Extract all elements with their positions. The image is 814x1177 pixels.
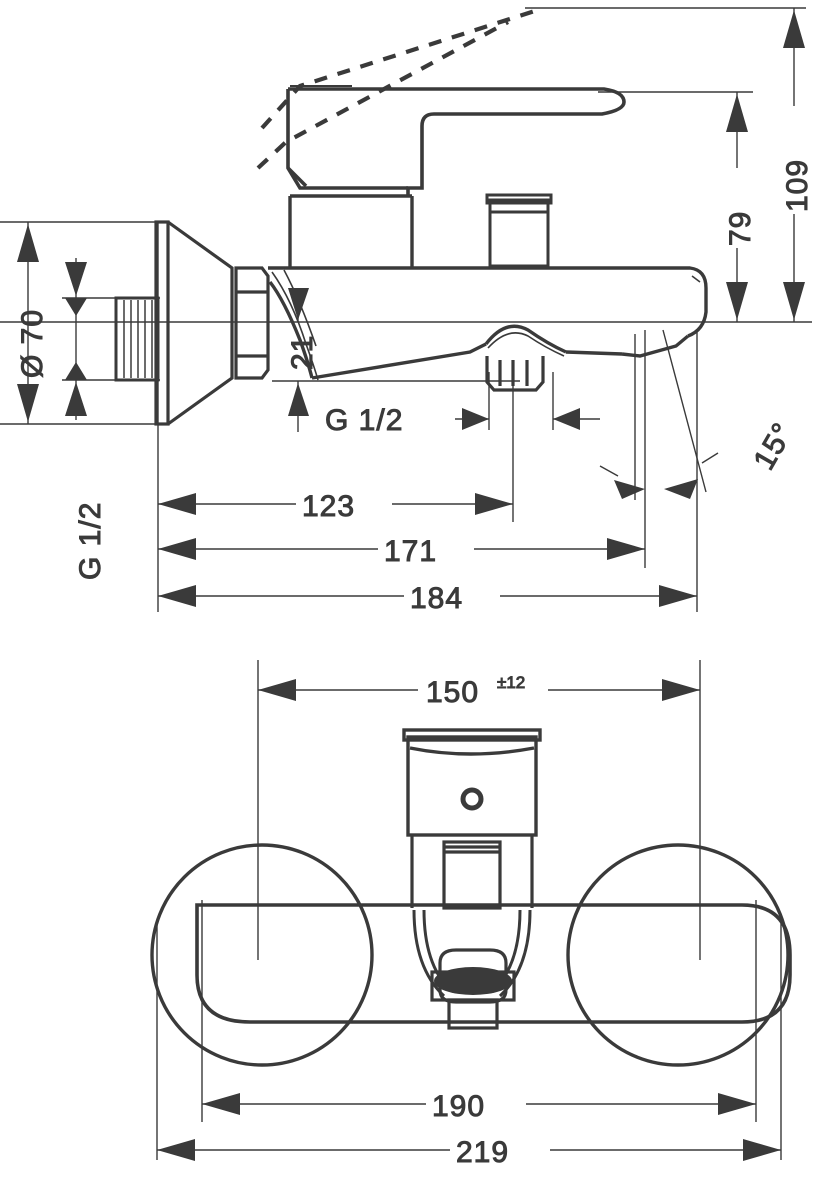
inlet-nipple <box>114 296 160 382</box>
cartridge-cylinder <box>402 728 542 837</box>
mixer-body-front <box>195 903 792 1024</box>
cartridge-neck <box>410 835 534 910</box>
dimension-g12-outlet-arrows <box>455 408 600 430</box>
dimension-label-g12-inlet: G 1/2 <box>74 502 107 580</box>
index-marker-hole <box>460 787 484 811</box>
dimension-label-15deg: 15° <box>747 417 800 475</box>
diverter-outlet <box>485 356 545 392</box>
mixer-body-side <box>268 194 708 380</box>
dimension-label-171: 171 <box>384 535 437 568</box>
hex-union-nut <box>234 266 270 380</box>
dimension-15deg <box>599 452 719 499</box>
dimension-label-190: 190 <box>432 1090 485 1123</box>
dimension-150 <box>258 671 700 709</box>
dimension-dia70 <box>17 222 39 424</box>
dimension-219 <box>157 1132 781 1168</box>
dimension-21 <box>288 288 309 432</box>
dimension-109 <box>777 8 811 322</box>
side-view-extension-lines <box>0 7 812 612</box>
aerator-cap <box>485 193 553 268</box>
dimension-label-123: 123 <box>302 490 355 523</box>
right-escutcheon-circle <box>566 843 790 1067</box>
lever-handle <box>286 87 626 196</box>
dimension-label-109: 109 <box>781 159 814 212</box>
dimension-tolerance-150: ±12 <box>497 673 525 692</box>
dimension-label-150: 150 <box>426 676 479 709</box>
diverter-knob <box>430 948 516 1030</box>
dimension-184 <box>158 579 697 613</box>
lever-open-position-dashed <box>256 7 539 170</box>
front-view-extension-lines <box>156 660 782 1160</box>
dimension-label-79: 79 <box>724 211 757 246</box>
dimension-123 <box>158 487 513 521</box>
dimension-label-21: 21 <box>286 335 319 370</box>
dimension-label-g12-outlet: G 1/2 <box>325 404 403 437</box>
dimension-label-219: 219 <box>456 1136 509 1169</box>
dimension-79 <box>720 92 754 322</box>
wall-flange <box>154 220 234 426</box>
left-escutcheon-circle <box>150 843 374 1067</box>
dimension-g12-inlet <box>65 258 87 420</box>
dimension-label-dia70: Ø 70 <box>16 309 49 378</box>
thread-hatching <box>123 300 153 378</box>
dimension-label-184: 184 <box>410 582 463 615</box>
dimension-190 <box>202 1086 756 1122</box>
dimension-171 <box>158 532 645 566</box>
